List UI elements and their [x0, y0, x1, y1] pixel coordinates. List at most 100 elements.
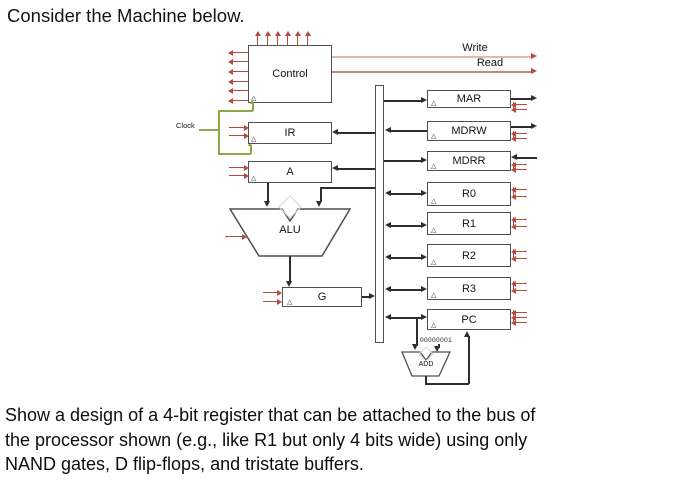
wire-bus-to-alu — [320, 187, 376, 189]
control-out-arrow-left — [228, 57, 248, 67]
r1-bus-arrowhead — [385, 222, 391, 228]
increment-constant: 00000001 — [420, 337, 453, 344]
wire-bus-to-ir — [338, 132, 376, 134]
control-out-arrow-left — [228, 77, 248, 87]
g-label: G — [317, 291, 327, 303]
a-control-arrow — [229, 171, 249, 181]
r2-input-arrowhead — [421, 254, 427, 260]
wire-g-to-bus — [362, 296, 370, 298]
wire-clock — [218, 110, 220, 154]
r0-control-arrow — [511, 185, 527, 195]
control-out-arrow-up — [273, 31, 283, 45]
ir-control-arrow — [229, 131, 249, 141]
r2-control-arrow — [511, 247, 527, 257]
write-arrowhead — [531, 53, 537, 59]
wire-bus-r1 — [391, 225, 421, 227]
mdrw-out-arrowhead — [531, 123, 537, 129]
wire-bus-r0 — [391, 193, 421, 195]
r2-label: R2 — [461, 249, 477, 262]
control-out-arrow-up — [263, 31, 273, 45]
read-arrowhead — [531, 68, 537, 74]
alu-control-arrow — [225, 232, 247, 242]
r1-label: R1 — [461, 217, 477, 230]
g-register: G — [282, 287, 362, 307]
mdrw-to-bus-arrowhead — [385, 127, 391, 133]
wire-write — [332, 56, 532, 58]
question-line-3: NAND gates, D flip-flops, and tristate b… — [5, 454, 364, 474]
wire-add-to-pc — [468, 336, 470, 384]
mdrr-label: MDRR — [452, 155, 486, 167]
wire-add-out — [425, 376, 427, 384]
pc-label: PC — [461, 313, 477, 326]
r3-control-arrow — [511, 279, 527, 289]
r0-label: R0 — [461, 188, 477, 200]
clock-input-icon: △ — [431, 226, 437, 234]
mar-control-arrow — [511, 100, 527, 110]
wire-bus-to-alu — [320, 187, 322, 202]
register-r1: R1 — [427, 212, 511, 235]
wire-clock — [218, 153, 251, 155]
pc-bus-arrowhead — [385, 314, 391, 320]
wire-bus-to-a — [338, 168, 376, 170]
ir-label: IR — [284, 127, 296, 139]
clock-input-icon: △ — [251, 174, 257, 182]
mar-control-arrow — [511, 105, 527, 115]
control-out-arrow-up — [283, 31, 293, 45]
question-line-1: Show a design of a 4-bit register that c… — [5, 405, 536, 425]
mdrr-control-arrow — [511, 160, 527, 170]
g-control-arrow — [263, 288, 282, 298]
r3-bus-arrowhead — [385, 286, 391, 292]
control-out-arrow-up — [293, 31, 303, 45]
clock-label: Clock — [176, 121, 195, 130]
wire-mar-out — [511, 98, 533, 100]
mdrw-control-arrow — [511, 134, 527, 144]
a-control-arrow — [229, 163, 249, 173]
question-text: Show a design of a 4-bit register that c… — [5, 403, 673, 477]
r0-control-arrow — [511, 192, 527, 202]
pc-control-arrow — [511, 318, 527, 328]
r3-label: R3 — [461, 282, 477, 295]
register-mar: MAR — [427, 90, 511, 108]
alu-left-input-arrowhead — [264, 201, 270, 207]
add-shape — [401, 346, 452, 377]
page-title: Consider the Machine below. — [7, 5, 245, 26]
register-r2: R2 — [427, 244, 511, 267]
control-out-arrow-left — [228, 48, 248, 58]
mdrr-input-arrowhead — [421, 157, 427, 163]
g-control-arrow — [263, 297, 282, 307]
wire-bus-r3 — [391, 289, 421, 291]
ir-register: IR — [248, 122, 332, 144]
mar-out-arrowhead — [531, 95, 537, 101]
a-label: A — [286, 166, 294, 178]
wire-read — [332, 71, 532, 73]
clock-input-icon: △ — [431, 258, 437, 266]
control-label: Control — [272, 68, 308, 80]
r1-control-arrow — [511, 215, 527, 225]
r1-input-arrowhead — [421, 222, 427, 228]
mdrr-in-arrowhead — [511, 154, 517, 160]
clock-input-icon: △ — [287, 298, 293, 306]
wire-clock — [218, 110, 253, 112]
wire-pc-to-add — [416, 318, 418, 346]
question-line-2: the processor shown (e.g., like R1 but o… — [5, 429, 528, 450]
mdrr-control-arrow — [511, 165, 527, 175]
register-r0: R0 — [427, 182, 511, 206]
control-out-arrow-left — [228, 96, 248, 106]
clock-input-icon: △ — [431, 99, 437, 107]
wire-bus-r2 — [391, 257, 421, 259]
add-label: ADD — [418, 361, 434, 368]
bus-to-a-arrowhead — [332, 165, 338, 171]
wire-alu-to-g — [289, 256, 291, 282]
control-out-arrow-left — [228, 67, 248, 77]
mdrw-label: MDRW — [451, 125, 487, 137]
add-left-input-arrowhead — [412, 344, 418, 350]
read-label: Read — [476, 57, 504, 69]
add-right-input-arrowhead — [434, 346, 440, 352]
r1-control-arrow — [511, 222, 527, 232]
r2-bus-arrowhead — [385, 254, 391, 260]
r3-input-arrowhead — [421, 286, 427, 292]
g-input-arrowhead — [286, 281, 292, 287]
r3-control-arrow — [511, 286, 527, 296]
clock-input-icon: △ — [431, 197, 437, 205]
